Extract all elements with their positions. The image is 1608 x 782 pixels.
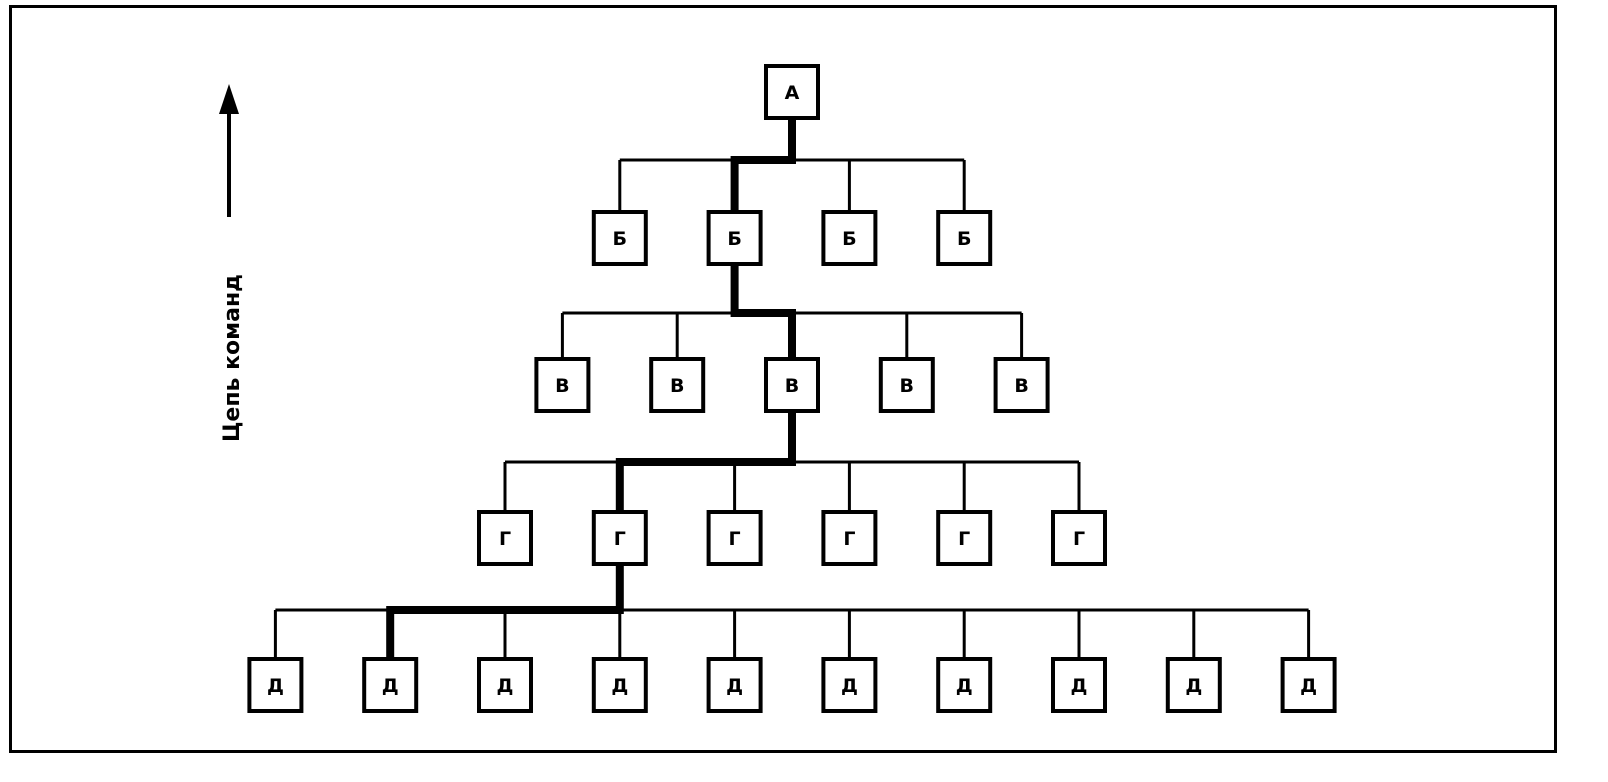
node-3-2: Г: [706, 510, 763, 566]
node-4-0: Д: [247, 657, 304, 713]
node-label: Г: [729, 528, 741, 550]
node-box: [477, 510, 533, 566]
node-box: [477, 657, 533, 713]
node-3-1: Г: [591, 510, 648, 566]
node-box: [1051, 510, 1107, 566]
chain-segment: [730, 114, 796, 216]
node-label: В: [900, 375, 914, 397]
chain-segment: [615, 407, 796, 516]
node-box: [878, 357, 935, 413]
nodes: А Б Б Б Б В В В В В Г Г Г Г Г Г Д Д Д Д Д Д Д Д Д Д: [247, 64, 1337, 713]
node-box: [821, 657, 878, 713]
node-box: [649, 357, 706, 413]
node-2-4: В: [993, 357, 1050, 413]
node-box: [706, 657, 763, 713]
node-4-2: Д: [477, 657, 533, 713]
node-label: Д: [382, 675, 399, 697]
node-box: [591, 657, 648, 713]
node-box: [764, 357, 820, 413]
node-0-0: А: [764, 64, 820, 120]
node-4-7: Д: [1051, 657, 1107, 713]
node-box: [936, 510, 993, 566]
node-1-2: Б: [821, 210, 878, 266]
node-box: [247, 657, 304, 713]
node-label: В: [555, 375, 569, 397]
node-label: Г: [843, 528, 855, 550]
node-box: [591, 510, 648, 566]
node-box: [1165, 657, 1222, 713]
node-label: В: [670, 375, 684, 397]
node-1-1: Б: [706, 210, 763, 266]
node-box: [534, 357, 591, 413]
node-label: Д: [841, 675, 858, 697]
node-box: [936, 210, 993, 266]
node-box: [1051, 657, 1107, 713]
chain-segment: [730, 260, 796, 363]
up-arrow-icon: [219, 84, 239, 217]
node-4-9: Д: [1280, 657, 1337, 713]
node-label: Д: [726, 675, 743, 697]
node-box: [1280, 657, 1337, 713]
node-3-4: Г: [936, 510, 993, 566]
node-4-1: Д: [362, 657, 419, 713]
node-label: Г: [499, 528, 511, 550]
node-1-3: Б: [936, 210, 993, 266]
node-label: Д: [497, 675, 514, 697]
node-label: Б: [613, 228, 627, 250]
node-4-5: Д: [821, 657, 878, 713]
node-label: В: [785, 375, 799, 397]
node-box: [821, 210, 878, 266]
node-box: [993, 357, 1050, 413]
node-label: Д: [956, 675, 973, 697]
node-3-0: Г: [477, 510, 533, 566]
node-label: Д: [1185, 675, 1202, 697]
node-box: [764, 64, 820, 120]
node-label: Д: [1071, 675, 1088, 697]
node-2-1: В: [649, 357, 706, 413]
node-box: [706, 210, 763, 266]
node-label: Б: [727, 228, 741, 250]
node-4-3: Д: [591, 657, 648, 713]
node-label: Д: [1300, 675, 1317, 697]
node-label: Г: [958, 528, 970, 550]
chain-of-command-path: [386, 114, 796, 663]
node-label: Д: [611, 675, 628, 697]
node-label: А: [785, 82, 800, 104]
node-label: Б: [957, 228, 971, 250]
node-4-8: Д: [1165, 657, 1222, 713]
node-box: [362, 657, 419, 713]
side-label: Цепь команд: [220, 274, 245, 442]
node-3-3: Г: [821, 510, 878, 566]
node-3-5: Г: [1051, 510, 1107, 566]
node-box: [706, 510, 763, 566]
node-box: [821, 510, 878, 566]
node-2-3: В: [878, 357, 935, 413]
node-2-2: В: [764, 357, 820, 413]
node-4-6: Д: [936, 657, 993, 713]
node-label: Д: [267, 675, 284, 697]
chain-segment: [386, 560, 624, 663]
node-box: [936, 657, 993, 713]
node-4-4: Д: [706, 657, 763, 713]
node-label: В: [1014, 375, 1028, 397]
node-label: Б: [842, 228, 856, 250]
node-box: [591, 210, 648, 266]
node-2-0: В: [534, 357, 591, 413]
node-label: Г: [1073, 528, 1085, 550]
node-label: Г: [614, 528, 626, 550]
node-1-0: Б: [591, 210, 648, 266]
